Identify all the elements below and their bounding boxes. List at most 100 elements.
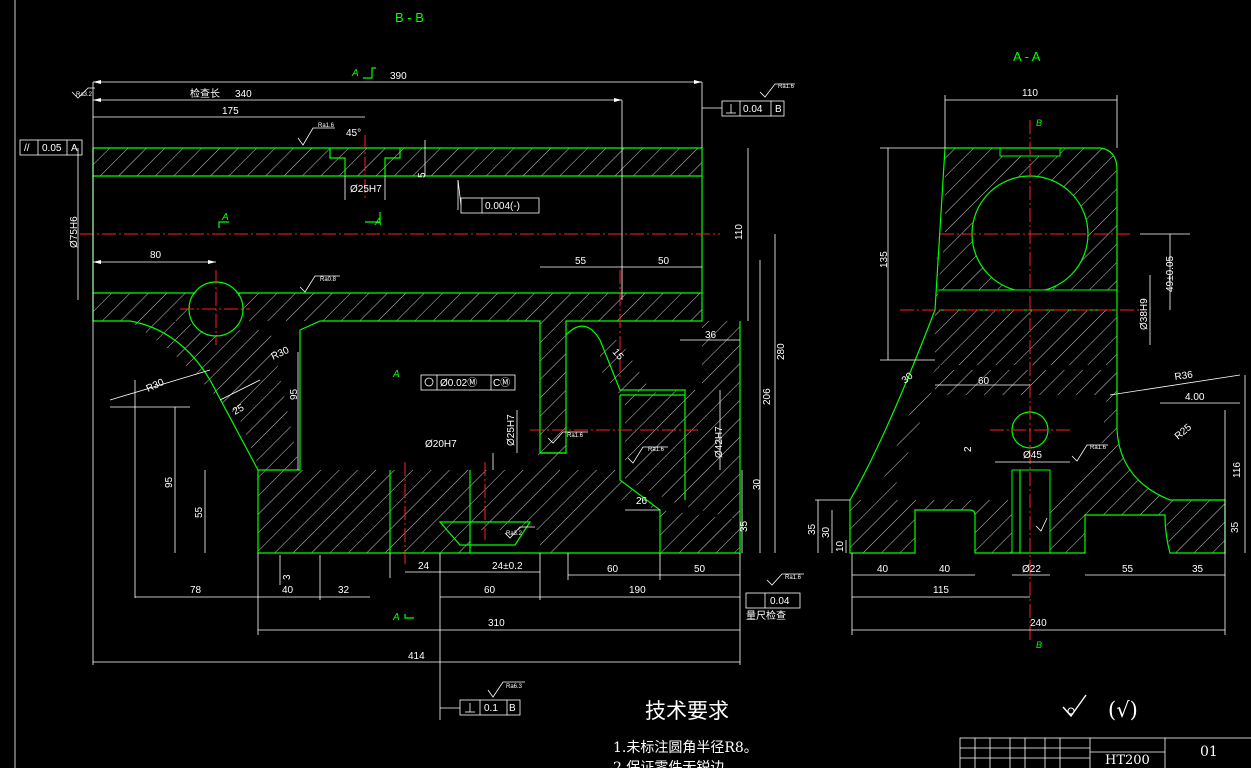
ruler-check-note: 量尺检查 (746, 609, 786, 622)
technical-notes: 技术要求 1.未标注圆角半径R8。 2.保证零件无锐边 (613, 699, 758, 768)
material-label: HT200 (1105, 753, 1150, 768)
notes-line-2: 2.保证零件无锐边 (613, 760, 724, 768)
dim-340: 340 (235, 89, 252, 100)
svg-text:0.004(-): 0.004(-) (485, 201, 520, 212)
dim-50: 50 (658, 256, 670, 267)
dim-phi20: Ø20H7 (425, 439, 457, 450)
dim-phi25b: Ø25H7 (506, 414, 517, 446)
right-block-hatch (625, 321, 740, 520)
dim-aa-30b: 30 (821, 526, 832, 538)
dim-aa-35: 35 (807, 523, 818, 535)
dim-5: 5 (417, 172, 428, 178)
svg-text:A: A (71, 143, 78, 154)
svg-text:Ra6.3: Ra6.3 (506, 684, 523, 690)
dim-phi25: Ø25H7 (350, 184, 382, 195)
dim-175: 175 (222, 106, 239, 117)
svg-text:0.05: 0.05 (42, 143, 62, 154)
svg-text:Ra1.6: Ra1.6 (318, 123, 335, 129)
dim-aa-2: 2 (963, 446, 974, 452)
counterbore (329, 148, 401, 176)
title-block: HT200 01 (959, 737, 1251, 768)
dim-280: 280 (776, 343, 787, 360)
svg-text:Ra0.8: Ra0.8 (320, 277, 337, 283)
dim-aa-116: 116 (1232, 462, 1243, 478)
section-bb-view: 390 检查长 340 175 80 55 50 110 280 206 36 … (19, 10, 804, 720)
roughness-symbol: Ra1.6 (1035, 444, 1108, 532)
right-leg-hatch (1050, 300, 1225, 553)
dim-310: 310 (488, 618, 505, 629)
rib2-hatch (600, 340, 650, 395)
outline-rib (565, 325, 686, 500)
section-aa-view: A - A B B 110 135 49±0.05 Ø38H9 60 30 R3… (807, 49, 1246, 650)
dim-30: 30 (752, 478, 763, 490)
roughness-rest-text: (√) (1108, 698, 1138, 722)
svg-text:0.04: 0.04 (743, 104, 763, 115)
dim-45deg: 45° (346, 128, 361, 139)
section-mark-a: A (392, 612, 400, 623)
dim-phi42: Ø42H7 (714, 426, 725, 458)
dim-24: 24 (418, 561, 430, 572)
dim-206: 206 (762, 388, 773, 405)
dim-aa-phi38: Ø38H9 (1139, 298, 1150, 330)
dim-aa-110: 110 (1022, 88, 1038, 99)
dim-aa-r25: R25 (1173, 422, 1194, 443)
svg-text:CⓂ: CⓂ (493, 377, 510, 389)
dim-aa-40: 40 (877, 564, 889, 575)
dim-aa-55: 55 (1122, 564, 1134, 575)
dim-40: 40 (282, 585, 294, 596)
left-leg-hatch (130, 321, 300, 470)
tolerance-parallel: // 0.05 A (19, 139, 83, 156)
roughness-symbol: Ra1.6 Ra0.8 Ra1.6 Ra1.6 Ra1.6 Ra6.3 Ra1.… (71, 83, 804, 698)
svg-text:Ra1.6: Ra1.6 (648, 447, 665, 453)
dim-50b: 50 (694, 564, 706, 575)
dim-78: 78 (190, 585, 202, 596)
notes-heading: 技术要求 (645, 699, 729, 723)
top-wall-hatch (93, 148, 702, 176)
svg-text:Ra1.6: Ra1.6 (567, 433, 584, 439)
dim-3: 3 (282, 574, 293, 580)
svg-text:0.04: 0.04 (770, 596, 790, 607)
tolerance-perpendicular: 0.04 B (702, 100, 785, 117)
dim-55: 55 (575, 256, 587, 267)
drawing-number: 01 (1200, 744, 1218, 760)
outline-leg (93, 320, 259, 471)
dim-25: 25 (231, 402, 247, 417)
dim-60: 60 (484, 585, 496, 596)
dim-414: 414 (408, 651, 425, 662)
dim-36: 36 (705, 330, 717, 341)
dim-aa-r36: R36 (1174, 369, 1194, 383)
svg-text:Ra1.6: Ra1.6 (778, 84, 795, 90)
notes-line-1: 1.未标注圆角半径R8。 (613, 740, 758, 756)
dim-95b: 95 (164, 476, 175, 488)
dim-check-length-label: 检查长 (190, 87, 220, 100)
dim-35: 35 (739, 520, 750, 532)
dim-60b: 60 (607, 564, 619, 575)
dim-aa-phi22: Ø22 (1022, 564, 1041, 575)
datum-mark-a: A (392, 369, 400, 380)
tolerance-position: Ø0.02Ⓜ CⓂ (420, 374, 516, 391)
svg-text:Ra3.2: Ra3.2 (76, 92, 93, 98)
aa-outline (849, 147, 1226, 554)
dim-aa-40b: 40 (939, 564, 951, 575)
dim-phi75: Ø75H6 (69, 216, 80, 248)
tolerance-perp-bottom: 0.1 B (440, 699, 521, 716)
dim-aa-35c: 35 (1230, 521, 1241, 533)
mid-wall-hatch (93, 293, 702, 321)
section-bb-title: B - B (395, 10, 424, 25)
svg-text:Ra3.2: Ra3.2 (506, 531, 523, 537)
dim-aa-115: 115 (933, 585, 949, 596)
base-left-hatch (258, 470, 390, 553)
svg-text:0.1: 0.1 (484, 703, 498, 714)
outline-line (258, 330, 301, 471)
outline-rib (619, 395, 661, 553)
section-mark-a: A (351, 68, 359, 79)
dim-aa-135: 135 (879, 251, 890, 268)
dim-80: 80 (150, 250, 162, 261)
dim-32: 32 (338, 585, 350, 596)
dim-aa-60: 60 (978, 376, 990, 387)
tolerance-flatness: 0.004(-) (457, 179, 540, 214)
dim-aa-35b: 35 (1192, 564, 1204, 575)
dim-110: 110 (734, 224, 745, 240)
section-mark-a: A (221, 212, 229, 223)
